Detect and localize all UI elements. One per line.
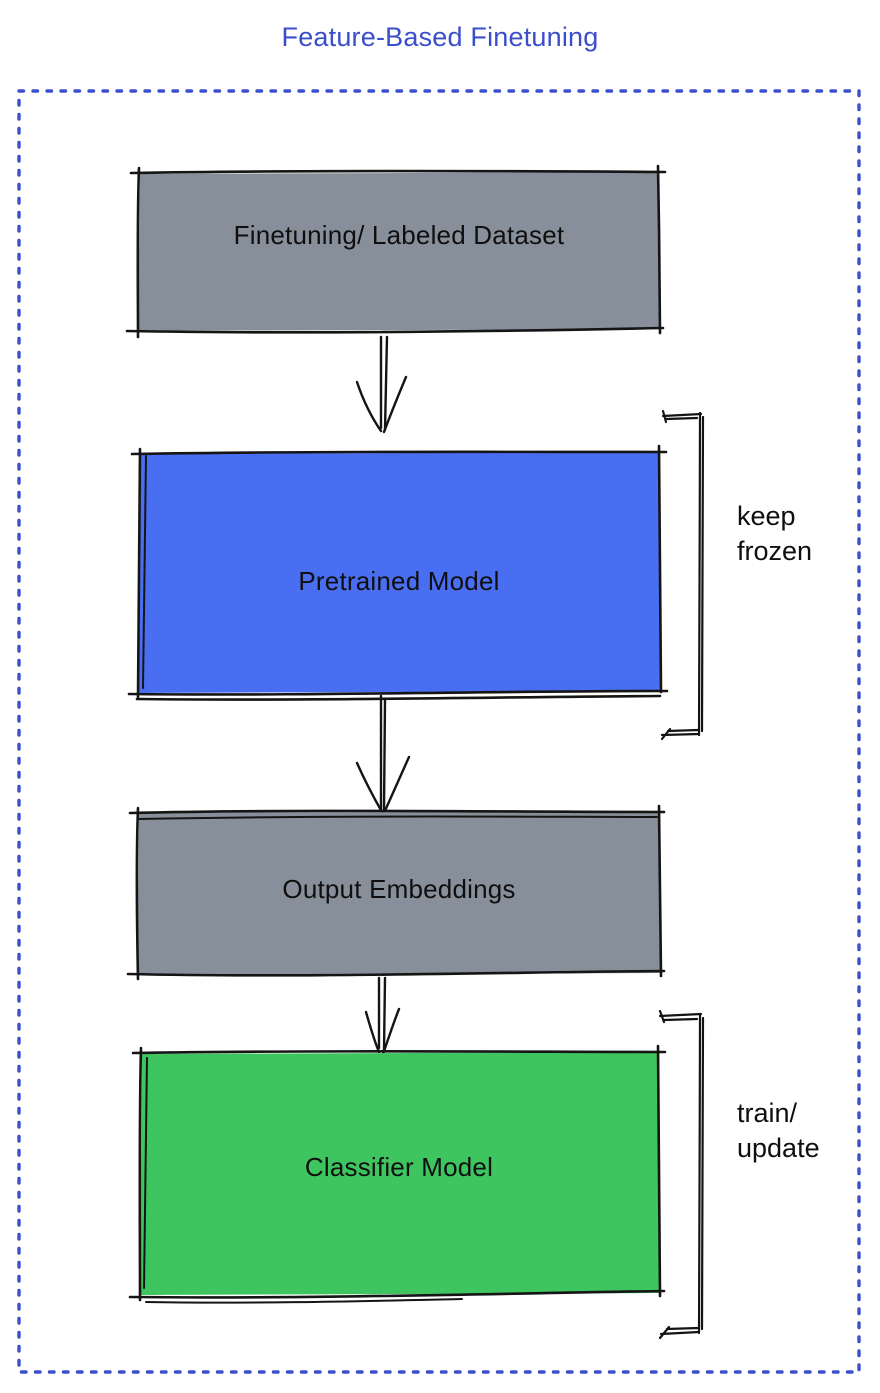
train-update-bracket xyxy=(658,1009,705,1340)
diagram-title: Feature-Based Finetuning xyxy=(281,22,599,52)
node-finetuning-dataset xyxy=(125,164,667,339)
arrow-pretrained-to-embeddings xyxy=(355,694,411,815)
node-label-classifier-model: Classifier Model xyxy=(304,1152,494,1182)
keep-frozen-bracket xyxy=(660,409,705,741)
annotation-keep-frozen: keep frozen xyxy=(737,501,813,566)
arrow-embeddings-to-classifier xyxy=(364,976,401,1056)
node-output-embeddings-fill xyxy=(137,811,661,975)
node-label-output-embeddings: Output Embeddings xyxy=(282,874,516,904)
node-output-embeddings xyxy=(126,804,666,981)
node-pretrained-model-fill xyxy=(139,452,661,693)
node-pretrained-model xyxy=(127,444,669,701)
node-finetuning-dataset-fill xyxy=(138,172,660,331)
node-classifier-model xyxy=(128,1044,667,1304)
node-classifier-model-fill xyxy=(140,1052,660,1295)
annotation-train-update: train/ update xyxy=(737,1098,820,1163)
dotted-frame xyxy=(17,89,861,1374)
node-label-pretrained-model: Pretrained Model xyxy=(298,566,500,596)
node-label-finetuning-dataset: Finetuning/ Labeled Dataset xyxy=(233,220,565,250)
arrow-dataset-to-pretrained xyxy=(355,335,408,434)
